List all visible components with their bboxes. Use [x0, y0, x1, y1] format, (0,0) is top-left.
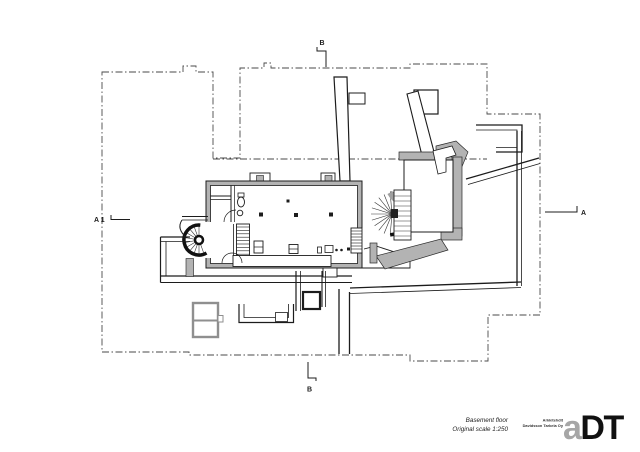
logo-gray-letter: a [563, 409, 583, 447]
firm-name-line1: Arkkitehdit [543, 418, 564, 423]
firm-name-line2: Davidsson Tarkela Oy [523, 423, 564, 428]
section-marker-a-left: A 1 [94, 217, 105, 224]
section-marker-b-top: B [319, 40, 324, 47]
section-markers [110, 47, 578, 381]
spiral-stair [369, 189, 415, 241]
drawing-title: Basement floor [466, 417, 509, 424]
roof-projection-dashed-outline [101, 62, 541, 362]
section-marker-b-bottom: B [307, 387, 312, 394]
main-hall-interior [210, 185, 363, 267]
section-line-b-top [316, 47, 327, 67]
lower-wings [159, 236, 352, 339]
firm-logo: aDT [563, 409, 624, 447]
section-line-b-bottom [307, 362, 317, 381]
section-line-a-right [545, 206, 578, 213]
logo-black-letters: DT [580, 409, 624, 447]
curved-stair-left [179, 215, 217, 258]
section-marker-a-right: A [581, 210, 586, 217]
section-line-a-left [110, 215, 130, 220]
drawing-scale-note: Original scale 1:250 [452, 426, 508, 433]
